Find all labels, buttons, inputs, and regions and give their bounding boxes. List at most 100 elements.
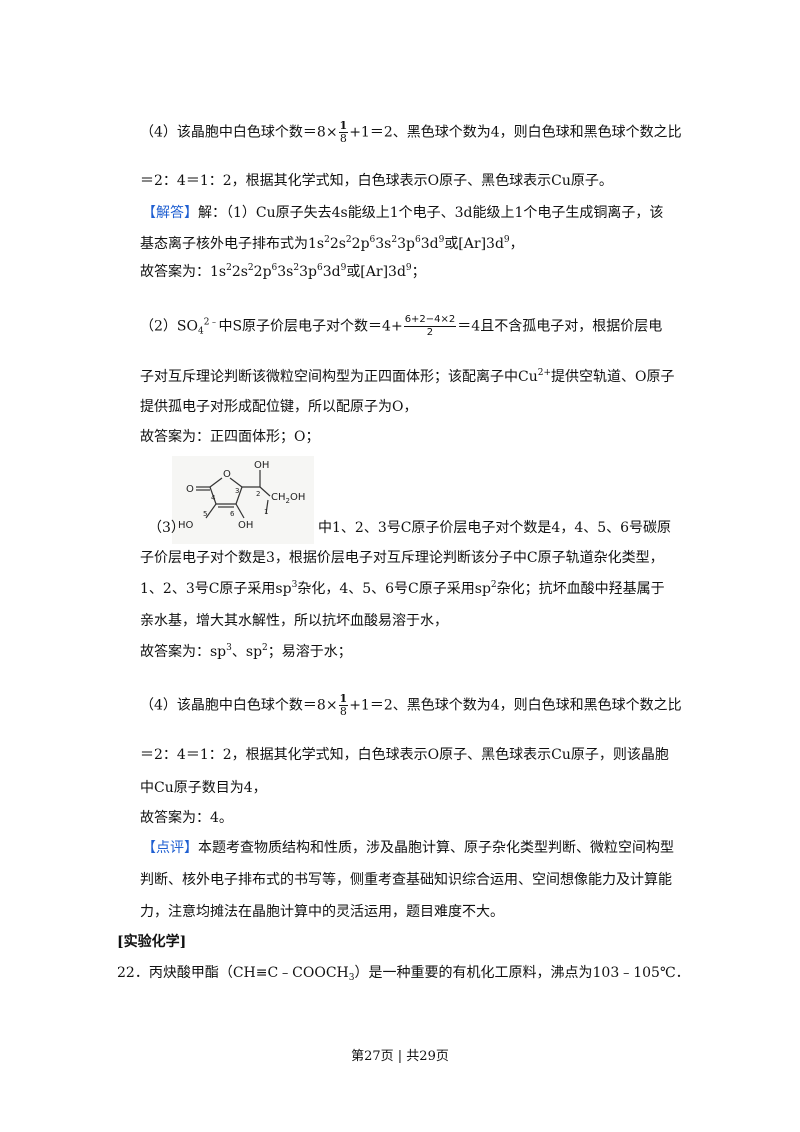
page-footer: 第27页 | 共29页: [351, 1049, 449, 1064]
bond: [205, 503, 217, 519]
subscript: 4: [197, 326, 204, 337]
comment-tag: 【点评】: [142, 840, 198, 856]
text: 3s: [375, 236, 392, 252]
paragraph-3-line3: 1、2、3号C原子采用sp3杂化，4、5、6号C原子采用sp2杂化；抗坏血酸中羟…: [140, 579, 665, 599]
superscript: 2: [391, 235, 398, 245]
text: 基态离子核外电子排布式为1s: [140, 236, 325, 252]
text: OH: [290, 492, 305, 503]
bond: [259, 486, 271, 497]
text: 3p: [397, 236, 415, 252]
bond: [209, 486, 217, 505]
superscript: 9: [503, 235, 510, 245]
superscript: 6: [316, 263, 323, 273]
atom-label: CH2OH: [271, 492, 305, 505]
answer-tag: 【解答】: [142, 205, 198, 221]
superscript: 2+: [537, 368, 552, 378]
text: ＝4且不含孤电子对，根据价层电: [457, 318, 663, 335]
text: （4）该晶胞中白色球个数＝8×: [140, 697, 338, 714]
paragraph-3-line1-post: 中1、2、3号C原子价层电子对个数是4，4、5、6号碳原: [318, 520, 672, 536]
atom-number: 4: [211, 494, 216, 502]
text: 3s: [277, 264, 294, 280]
superscript: 2: [247, 263, 254, 273]
bond: [235, 486, 243, 505]
text: 或[Ar]3d: [444, 236, 504, 252]
text: （4）该晶胞中白色球个数＝8×: [140, 124, 338, 141]
text: 2p: [253, 264, 272, 280]
text: 故答案为：1s: [140, 264, 227, 280]
fraction-numerator: 1: [338, 119, 349, 133]
text: 故答案为：sp: [140, 644, 227, 660]
paragraph-2-line4: 故答案为：正四面体形；O；: [140, 429, 320, 445]
text: 2s: [329, 236, 346, 252]
superscript: 3: [226, 643, 232, 653]
paragraph-2-line2: 子对互斥理论判断该微粒空间构型为正四面体形；该配离子中Cu2+提供空轨道、O原子: [140, 367, 675, 387]
text: 22．丙炔酸甲酯（CH≡C﹣COOCH: [117, 965, 349, 981]
superscript: 9: [405, 263, 412, 273]
text: 杂化；抗坏血酸中羟基属于: [496, 581, 665, 597]
superscript: 9: [438, 235, 445, 245]
atom-label: OH: [238, 520, 253, 531]
atom-number: 2: [256, 490, 260, 498]
section-heading: [实验化学]: [117, 934, 187, 950]
superscript: 6: [369, 235, 376, 245]
paragraph-4-intro-line2: ＝2：4＝1：2，根据其化学式知，白色球表示O原子、黑色球表示Cu原子。: [140, 173, 613, 189]
paragraph-3-line2: 子价层电子对个数是3，根据价层电子对互斥理论判断该分子中C原子轨道杂化类型，: [140, 550, 664, 566]
bond: [265, 499, 269, 515]
superscript: 6: [271, 263, 278, 273]
paragraph-3-line5: 故答案为：sp3、sp2；易溶于水；: [140, 642, 352, 662]
paragraph-4-line3: 中Cu原子数目为4，: [140, 780, 267, 796]
text: ，: [509, 236, 524, 252]
paragraph-3-line4: 亲水基，增大其水解性，所以抗坏血酸易溶于水，: [140, 613, 448, 629]
question-22: 22．丙炔酸甲酯（CH≡C﹣COOCH3）是一种重要的有机化工原料，沸点为103…: [117, 962, 690, 983]
text: 2s: [231, 264, 248, 280]
paragraph-3-line1: （3）: [148, 518, 185, 538]
fraction-numerator: 1: [338, 692, 349, 706]
text: 或[Ar]3d: [346, 264, 406, 280]
superscript: 9: [340, 263, 347, 273]
text: 子对互斥理论判断该微粒空间构型为正四面体形；该配离子中Cu: [140, 369, 538, 385]
subscript: 3: [348, 973, 355, 983]
comment-line3: 力，注意均摊法在晶胞计算中的灵活运用，题目难度不大。: [140, 904, 504, 920]
text: CH: [271, 492, 286, 503]
text: （2）SO: [140, 318, 198, 335]
superscript: 3: [291, 580, 298, 590]
text: ；: [411, 264, 426, 280]
text: +1＝2、黑色球个数为4，则白色球和黑色球个数之比: [349, 124, 682, 141]
superscript: 2: [226, 263, 232, 273]
bond: [235, 503, 245, 519]
fraction-denominator: 8: [339, 705, 347, 718]
atom-label: O: [186, 484, 194, 495]
answer-line3: 故答案为：1s22s22p63s23p63d9或[Ar]3d9；: [140, 262, 426, 282]
subscript: 2: [286, 497, 290, 505]
text: +1＝2、黑色球个数为4，则白色球和黑色球个数之比: [349, 697, 682, 714]
paragraph-4-line2: ＝2：4＝1：2，根据其化学式知，白色球表示O原子、黑色球表示Cu原子，则该晶胞: [140, 747, 669, 763]
superscript: 2: [345, 235, 352, 245]
atom-number: 3: [235, 487, 239, 495]
comment-line2: 判断、核外电子排布式的书写等，侧重考查基础知识综合运用、空间想像能力及计算能: [140, 872, 672, 888]
fraction-denominator: 8: [339, 132, 347, 145]
text: 3d: [420, 236, 439, 252]
superscript: 2: [324, 235, 330, 245]
text: 3d: [322, 264, 341, 280]
atom-label: O: [223, 469, 231, 480]
text: 解：（1）Cu原子失去4s能级上1个电子、3d能级上1个电子生成铜离子，该: [198, 205, 664, 221]
ascorbic-acid-structure: O O 4 3 2 1 5 6 OH CH2OH HO OH: [172, 456, 314, 544]
answer-line1: 【解答】解：（1）Cu原子失去4s能级上1个电子、3d能级上1个电子生成铜离子，…: [142, 203, 663, 223]
text: 杂化，4、5、6号C原子采用sp: [297, 581, 491, 597]
superscript: 2: [262, 643, 268, 653]
text: 提供空轨道、O原子: [551, 369, 675, 385]
fraction-denominator: 2: [426, 327, 434, 338]
superscript: 2: [293, 263, 300, 273]
paragraph-2-line3: 提供孤电子对形成配位键，所以配原子为O，: [140, 399, 418, 415]
superscript: 2: [490, 580, 497, 590]
text: ）是一种重要的有机化工原料，沸点为103﹣105℃．: [354, 965, 690, 981]
bond: [209, 477, 223, 488]
superscript: 6: [414, 235, 421, 245]
fraction-numerator: 6+2−4×2: [403, 314, 457, 327]
atom-number: 6: [230, 510, 235, 518]
